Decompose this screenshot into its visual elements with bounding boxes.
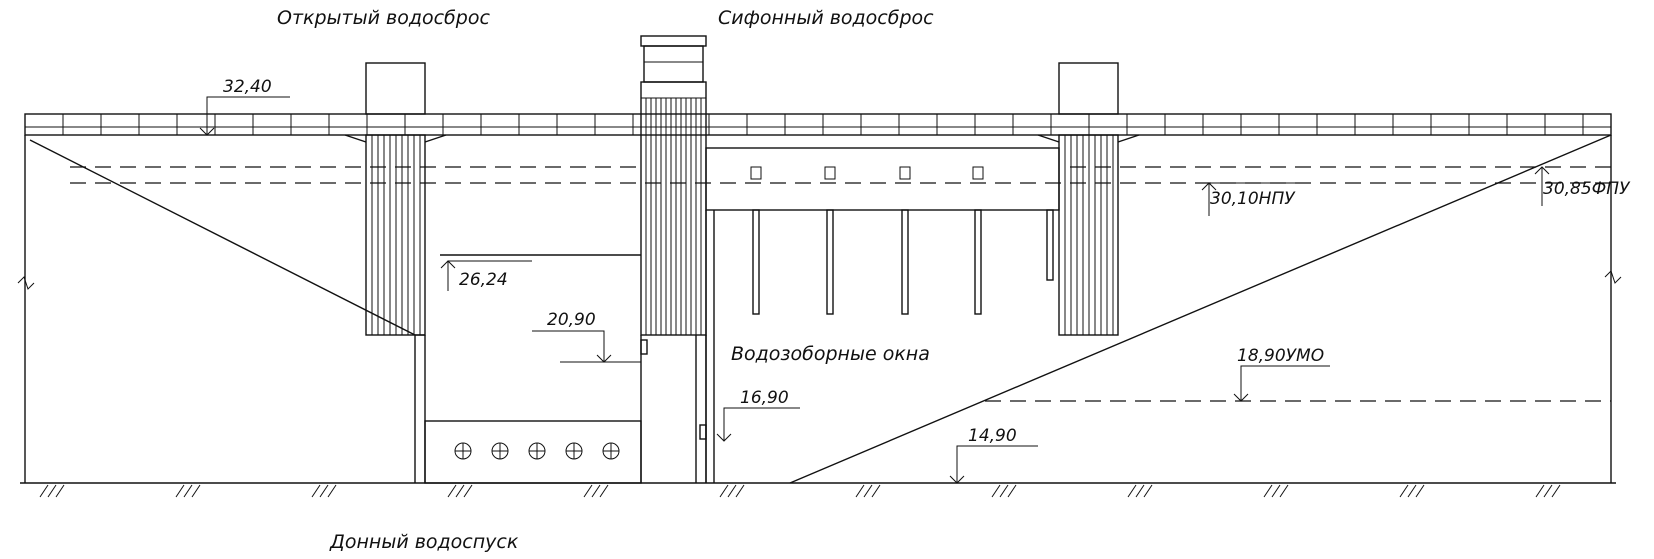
ground-hatch-mark bbox=[1551, 484, 1561, 498]
ground-hatch-mark bbox=[1543, 484, 1553, 498]
ground-hatch-mark bbox=[447, 484, 457, 498]
ground-hatch-mark bbox=[455, 484, 465, 498]
open-spillway-bay bbox=[424, 254, 642, 484]
elevation-npu: 30,10НПУ bbox=[1210, 189, 1296, 209]
ground-hatch-mark bbox=[1271, 484, 1281, 498]
dam-deck bbox=[24, 113, 1612, 136]
siphon-tower bbox=[640, 35, 707, 483]
ground-hatch-mark bbox=[183, 484, 193, 498]
elevation-siphon: 20,90 bbox=[547, 310, 596, 330]
intake-slot bbox=[750, 166, 762, 180]
ground-hatch-mark bbox=[175, 484, 185, 498]
intake-windows-label: Водозоборные окна bbox=[731, 343, 930, 365]
ground-hatch-mark bbox=[991, 484, 1001, 498]
intake-rod bbox=[826, 209, 834, 315]
ground-hatch-mark bbox=[1415, 484, 1425, 498]
ground-hatching bbox=[39, 484, 1561, 498]
intake-slot bbox=[824, 166, 836, 180]
elevation-fpu: 30,85ФПУ bbox=[1543, 179, 1631, 199]
ground-hatch-mark bbox=[319, 484, 329, 498]
ground-hatch-mark bbox=[591, 484, 601, 498]
elevation-intake: 16,90 bbox=[740, 388, 789, 408]
elevation-sill: 26,24 bbox=[459, 270, 508, 290]
ground-hatch-mark bbox=[55, 484, 65, 498]
ground-hatch-mark bbox=[191, 484, 201, 498]
siphon-spillway-label: Сифонный водосброс bbox=[718, 7, 934, 29]
intake-rod bbox=[1046, 209, 1054, 281]
ground-hatch-mark bbox=[1127, 484, 1137, 498]
bottom-outlet-holes bbox=[454, 442, 620, 460]
bottom-outlet-label: Донный водоспуск bbox=[329, 531, 519, 553]
ground-hatch-mark bbox=[727, 484, 737, 498]
ground-hatch-mark bbox=[1135, 484, 1145, 498]
elevation-crest: 32,40 bbox=[223, 77, 272, 97]
ground-hatch-mark bbox=[463, 484, 473, 498]
intake-slot bbox=[899, 166, 911, 180]
ground-hatch-mark bbox=[855, 484, 865, 498]
break-mark-left bbox=[17, 276, 35, 290]
ground-hatch-mark bbox=[999, 484, 1009, 498]
ground-hatch-mark bbox=[599, 484, 609, 498]
right-pier bbox=[1037, 62, 1140, 336]
ground-hatch-mark bbox=[311, 484, 321, 498]
ground-hatch-mark bbox=[863, 484, 873, 498]
intake-rod bbox=[901, 209, 909, 315]
ground-hatch-mark bbox=[1007, 484, 1017, 498]
ground-hatch-mark bbox=[1407, 484, 1417, 498]
open-spillway-label: Открытый водосброс bbox=[277, 7, 490, 29]
elevation-bottom: 14,90 bbox=[968, 426, 1017, 446]
break-mark-right bbox=[1604, 270, 1622, 284]
intake-rod bbox=[974, 209, 982, 315]
open-spillway-pier bbox=[344, 62, 447, 483]
dam-body bbox=[17, 134, 1622, 484]
ground-hatch-mark bbox=[719, 484, 729, 498]
ground-hatch-mark bbox=[47, 484, 57, 498]
ground-hatch-mark bbox=[871, 484, 881, 498]
ground-hatch-mark bbox=[1263, 484, 1273, 498]
ground-hatch-mark bbox=[1535, 484, 1545, 498]
ground-hatch-mark bbox=[583, 484, 593, 498]
ground-hatch-mark bbox=[1143, 484, 1153, 498]
water-levels bbox=[70, 166, 1611, 402]
intake-slot bbox=[972, 166, 984, 180]
ground-hatch-mark bbox=[735, 484, 745, 498]
ground-hatch-mark bbox=[39, 484, 49, 498]
intake-rod bbox=[752, 209, 760, 315]
elevation-markers bbox=[199, 96, 1550, 484]
elevation-umo: 18,90УМО bbox=[1237, 346, 1324, 366]
ground-hatch-mark bbox=[1279, 484, 1289, 498]
ground-hatch-mark bbox=[1399, 484, 1409, 498]
ground-hatch-mark bbox=[327, 484, 337, 498]
